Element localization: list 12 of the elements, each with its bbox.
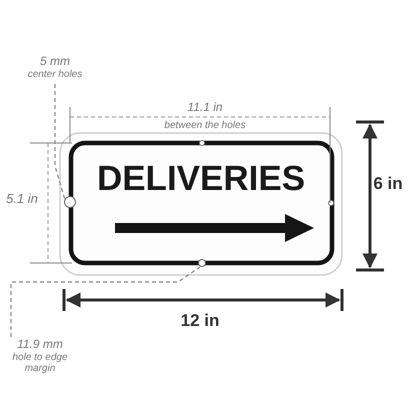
dimension-note: hole to edge margin — [11, 352, 69, 375]
dimension-label: 11.1 in — [186, 101, 224, 114]
leader-line — [10, 266, 200, 337]
dimension-label: 5.1 in — [5, 192, 39, 206]
dimension-label: 6 in — [372, 175, 404, 194]
dimension-label: 12 in — [180, 312, 220, 331]
sign-text: DELIVERIES — [96, 161, 306, 196]
dimension-note: center holes — [26, 68, 84, 80]
dimension-label: 5 mm — [39, 55, 71, 69]
dimension-note: between the holes — [163, 120, 247, 131]
dimension-label: 11.9 mm — [16, 338, 64, 352]
leader-line — [54, 84, 66, 200]
